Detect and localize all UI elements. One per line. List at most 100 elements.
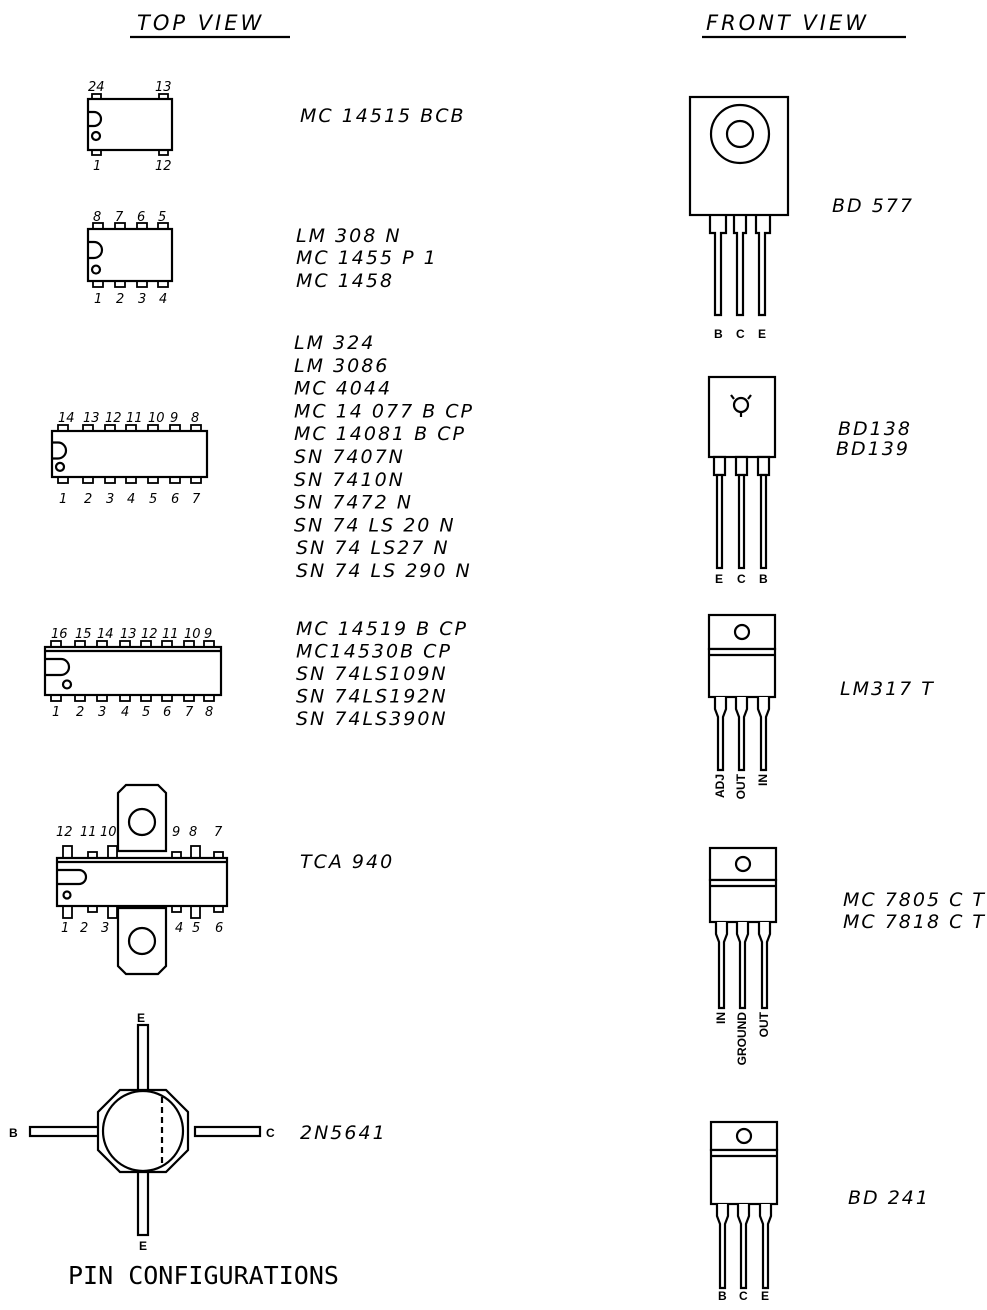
part-number: BD 241 — [848, 1187, 930, 1209]
lead-label: B — [9, 1126, 18, 1140]
part-number: MC14530B CP — [296, 641, 452, 663]
part-number: LM 3086 — [294, 355, 389, 377]
lead-label: C — [739, 1289, 748, 1303]
lead-label: E — [137, 1011, 145, 1025]
pin-label: 3 — [98, 705, 106, 720]
pin-label: 8 — [93, 210, 101, 225]
lead-label: C — [736, 327, 745, 341]
lead-label: B — [759, 572, 768, 586]
pin-label: 1 — [93, 159, 101, 174]
pin-label: 6 — [163, 705, 171, 720]
part-number: SN 74 LS27 N — [296, 537, 450, 559]
pin-label: 12 — [141, 627, 158, 642]
pin-label: 2 — [116, 292, 124, 307]
pin-label: 8 — [191, 411, 199, 426]
part-number: MC 4044 — [294, 378, 392, 400]
part-number: MC 14 077 B CP — [294, 400, 474, 422]
pin-label: 13 — [155, 80, 172, 95]
pin-label: 3 — [106, 492, 114, 507]
ic-dip24: 24 13 1 12 — [86, 80, 174, 174]
front-view-heading: FRONT VIEW — [706, 11, 869, 35]
part-number: BD139 — [836, 438, 910, 460]
pin-label: 12 — [105, 411, 122, 426]
pin-label: 16 — [51, 627, 68, 642]
pin-label: 5 — [149, 492, 157, 507]
part-number: SN 74LS192N — [296, 686, 448, 708]
pin-label: 3 — [138, 292, 146, 307]
part-number: MC 14515 BCB — [300, 105, 466, 127]
pin-label: 5 — [192, 921, 200, 936]
pin-label: 3 — [101, 921, 109, 936]
part-number: SN 7472 N — [294, 492, 413, 514]
transistor-bd138: E C B — [707, 375, 777, 586]
part-number: LM 308 N — [296, 225, 402, 247]
pin-label: 11 — [80, 825, 97, 840]
part-number: MC 14081 B CP — [294, 423, 466, 445]
part-number: 2N5641 — [300, 1122, 387, 1144]
lead-label: B — [714, 327, 723, 341]
pin-label: 8 — [205, 705, 213, 720]
pin-label: 7 — [185, 705, 194, 720]
lead-label: IN — [714, 1012, 728, 1024]
pin-label: 1 — [61, 921, 69, 936]
lead-label: B — [718, 1289, 727, 1303]
pin-label: 11 — [126, 411, 143, 426]
part-number: SN 7410N — [294, 469, 405, 491]
pin-label: 11 — [162, 627, 179, 642]
lead-label: E — [139, 1239, 147, 1253]
regulator-lm317t: ADJ OUT IN — [707, 613, 777, 799]
part-number: SN 74 LS 20 N — [294, 514, 456, 536]
pin-label: 13 — [120, 627, 137, 642]
part-number: TCA 940 — [300, 851, 394, 873]
part-number: SN 7407N — [294, 446, 405, 468]
part-number: SN 74LS109N — [296, 663, 448, 685]
lead-label: GROUND — [735, 1012, 749, 1066]
pin-label: 7 — [115, 210, 124, 225]
part-number: MC 1455 P 1 — [296, 247, 438, 269]
pin-label: 5 — [142, 705, 150, 720]
transistor-2n5641: E B C E — [9, 1011, 275, 1253]
part-number: SN 74LS390N — [296, 708, 448, 730]
part-number: BD138 — [838, 418, 912, 440]
pin-label: 13 — [83, 411, 100, 426]
pin-label: 6 — [137, 210, 145, 225]
lead-label: C — [737, 572, 746, 586]
pin-label: 5 — [158, 210, 166, 225]
top-view-heading: TOP VIEW — [137, 11, 264, 35]
pin-label: 6 — [215, 921, 223, 936]
pin-label: 8 — [189, 825, 197, 840]
part-number: LM317 T — [840, 678, 935, 700]
lead-label: ADJ — [713, 774, 727, 798]
lead-label: OUT — [734, 773, 748, 799]
pin-label: 24 — [88, 80, 105, 95]
pin-label: 1 — [52, 705, 60, 720]
part-number: SN 74 LS 290 N — [296, 560, 472, 582]
pin-label: 2 — [80, 921, 88, 936]
part-number: MC 14519 B CP — [296, 618, 468, 640]
pin-label: 4 — [121, 705, 129, 720]
lead-label: IN — [756, 774, 770, 786]
transistor-bd577: B C E — [688, 95, 790, 341]
pin-label: 14 — [97, 627, 114, 642]
pin-label: 2 — [76, 705, 84, 720]
pin-label: 12 — [155, 159, 172, 174]
pin-label: 1 — [94, 292, 102, 307]
part-number: MC 7818 C T — [843, 911, 986, 933]
lead-label: C — [266, 1126, 275, 1140]
pin-label: 1 — [59, 492, 67, 507]
pin-label: 10 — [148, 411, 165, 426]
pin-label: 9 — [204, 627, 212, 642]
pin-label: 7 — [192, 492, 201, 507]
pin-label: 9 — [170, 411, 178, 426]
pin-label: 4 — [175, 921, 183, 936]
pin-label: 10 — [100, 825, 117, 840]
pin-label: 2 — [84, 492, 92, 507]
part-number: MC 7805 C T — [843, 889, 986, 911]
